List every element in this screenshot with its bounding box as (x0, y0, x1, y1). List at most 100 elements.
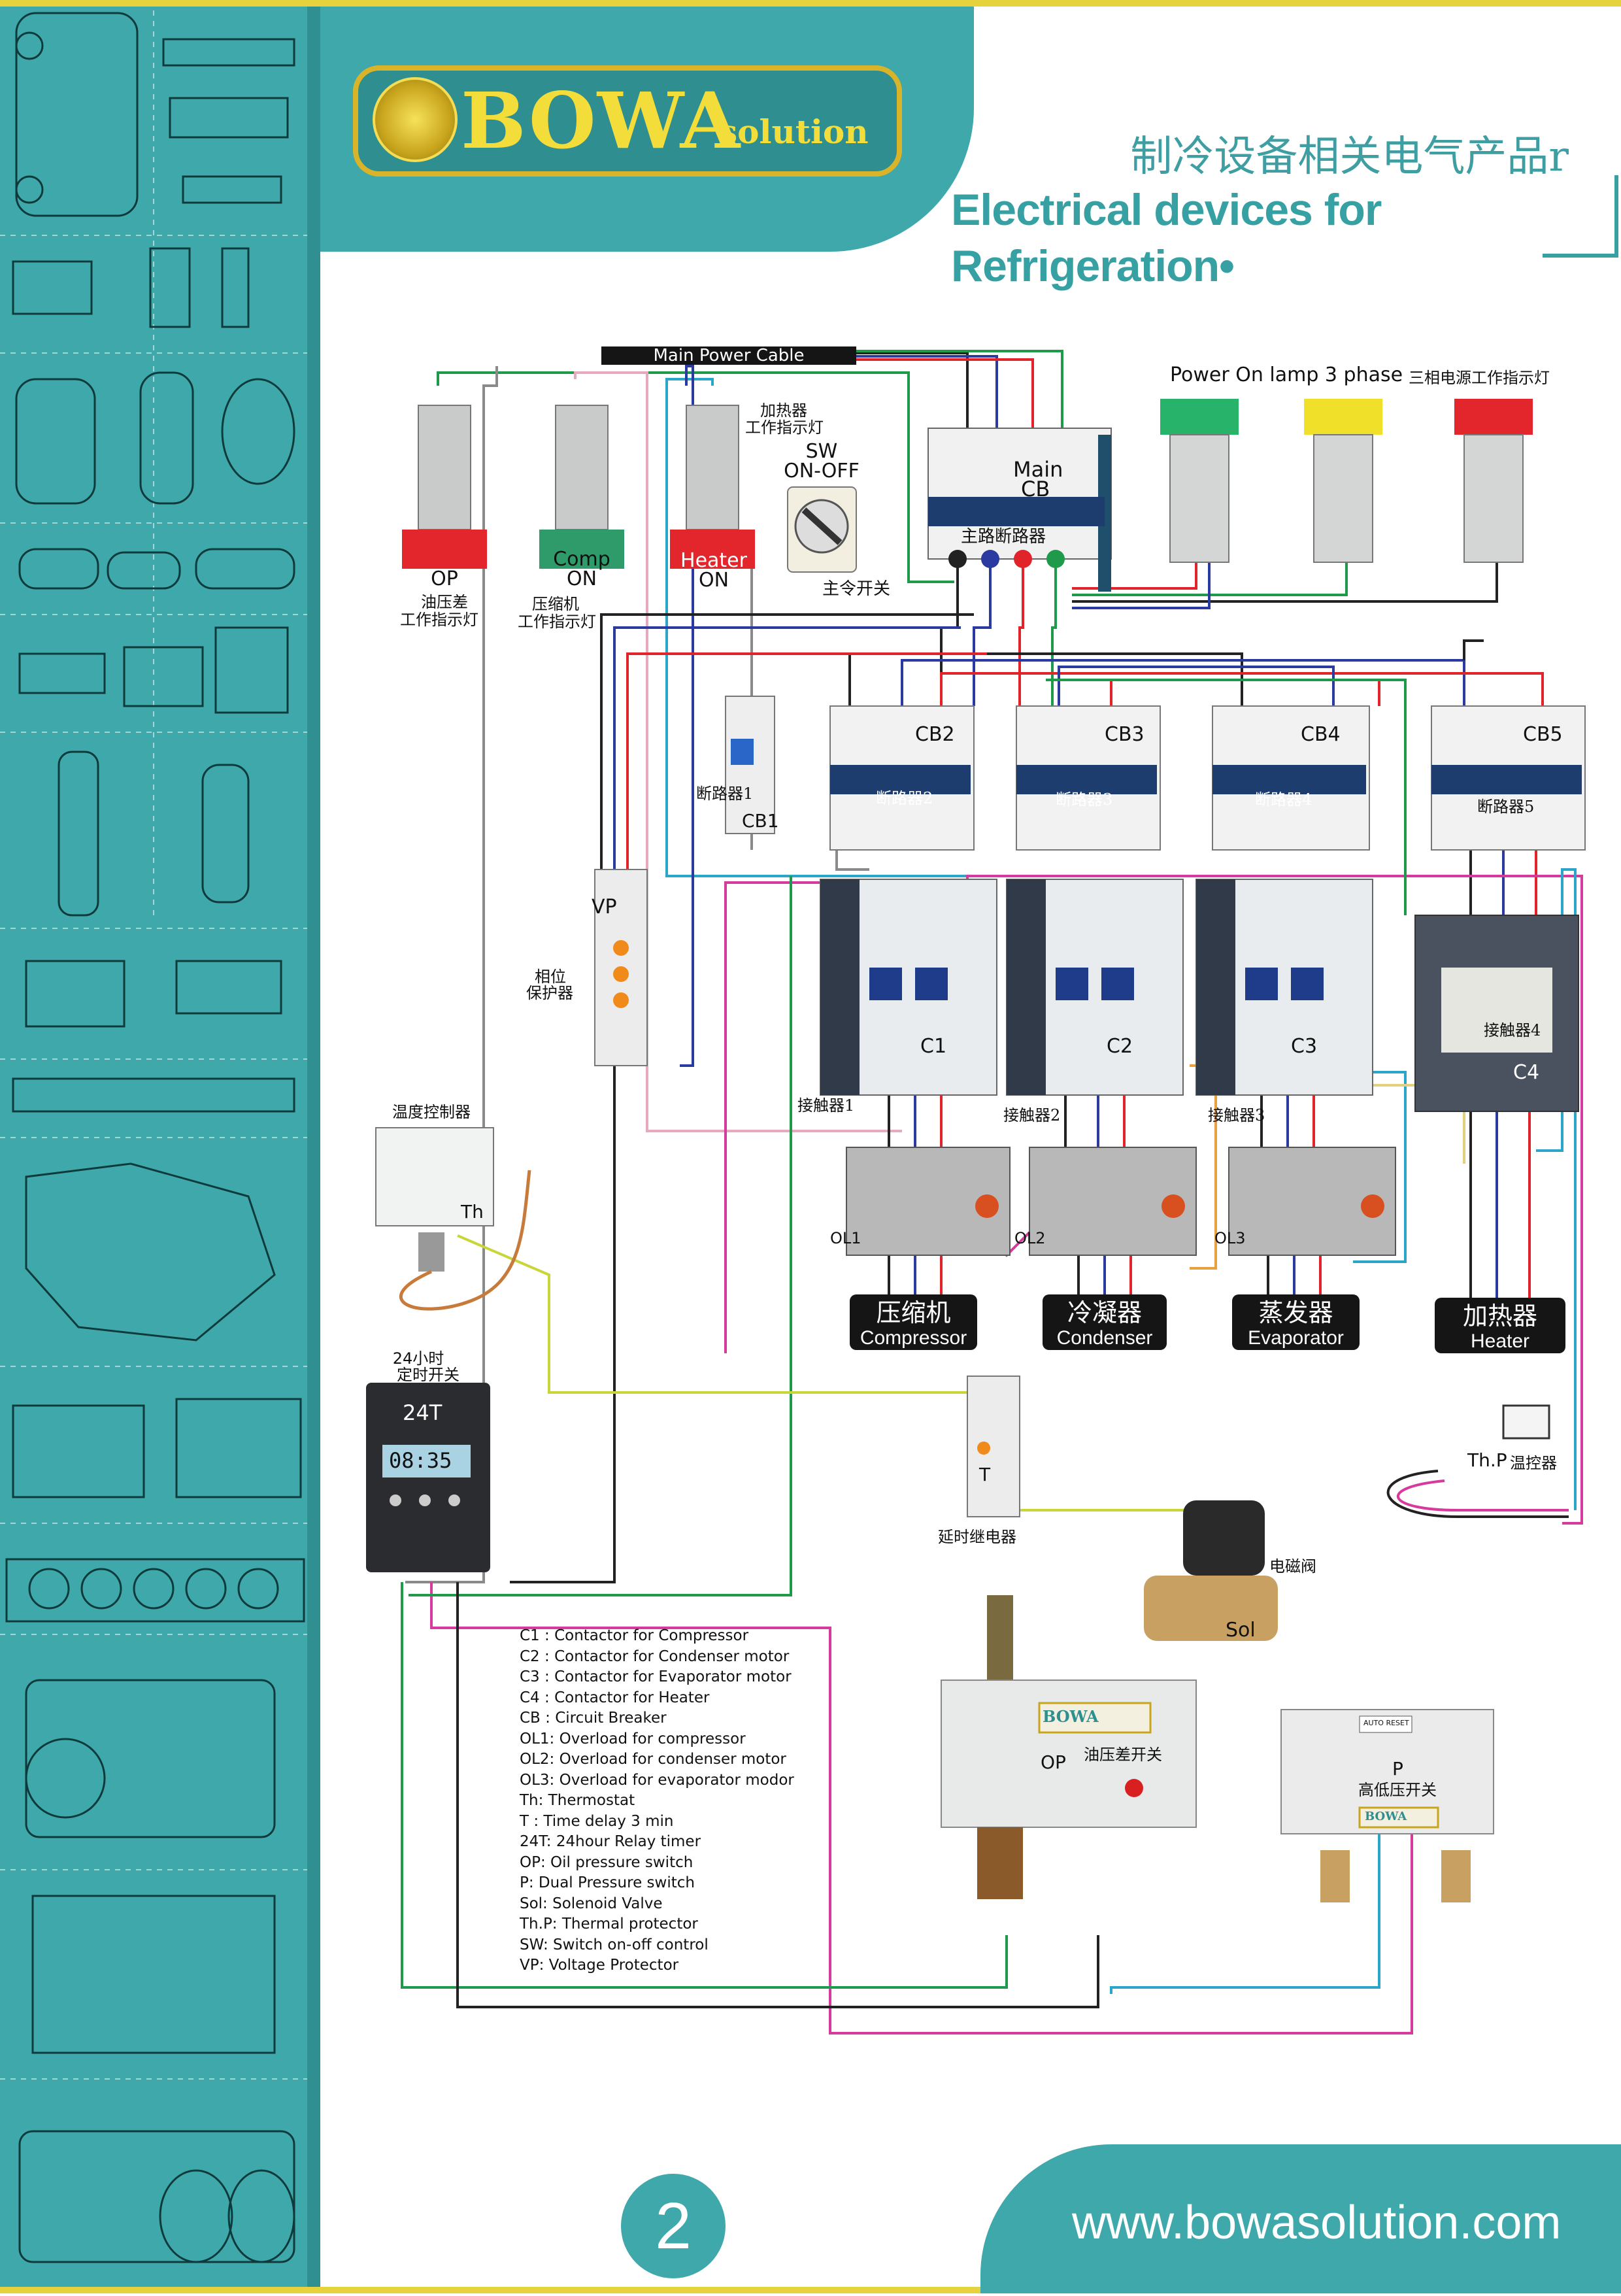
lamp-op-cn1: 油压差 (421, 593, 468, 611)
power-lamp-label-cn: 三相电源工作指示灯 (1409, 369, 1550, 387)
ol3-label: OL3 (1214, 1229, 1246, 1247)
load-heater-en: Heater (1470, 1330, 1530, 1352)
switch-label-line1: SW (805, 440, 838, 463)
title-corner-bracket (1543, 175, 1618, 258)
solenoid-valve (1144, 1500, 1278, 1641)
timer-label-cn1: 24小时 (392, 1349, 444, 1368)
overload-ol2 (1029, 1147, 1197, 1256)
ol2-label: OL2 (1014, 1229, 1046, 1247)
timer-24t (366, 1383, 490, 1572)
contactor-c4 (1414, 915, 1579, 1112)
pressure-switch-label: P (1392, 1758, 1403, 1780)
legend-item: T : Time delay 3 min (520, 1812, 674, 1830)
breaker-cb1 (725, 696, 775, 834)
sidebar-product-drawings (0, 0, 307, 2263)
c1-label: C1 (920, 1035, 947, 1058)
dual-pressure-switch (1280, 1709, 1494, 1902)
load-condenser-en: Condenser (1056, 1327, 1153, 1349)
lamp-heater-label-on: ON (698, 569, 729, 592)
oil-switch-label-cn: 油压差开关 (1084, 1746, 1162, 1764)
switch-label-line2: ON-OFF (784, 460, 860, 482)
contactor-c1 (820, 879, 997, 1096)
c2-label: C2 (1107, 1035, 1133, 1058)
load-compressor-en: Compressor (860, 1327, 967, 1349)
logo-wordmark: BOWA (461, 75, 742, 166)
solenoid-label: Sol (1226, 1619, 1256, 1642)
legend-item: OL2: Overload for condenser motor (520, 1751, 786, 1768)
oil-switch-label: OP (1041, 1751, 1066, 1773)
load-compressor-cn: 压缩机 (876, 1298, 951, 1327)
c4-label: C4 (1513, 1061, 1540, 1084)
lamp-heater-cn1: 加热器 (760, 401, 807, 420)
cb3-label-cn: 断路器3 (1056, 790, 1113, 809)
load-compressor: 压缩机 Compressor (850, 1294, 977, 1350)
thermal-protector (1502, 1404, 1550, 1440)
load-evaporator-cn: 蒸发器 (1258, 1298, 1333, 1327)
load-condenser: 冷凝器 Condenser (1043, 1294, 1167, 1350)
breaker-cb2 (829, 705, 975, 851)
pressure-switch-label-cn: 高低压开关 (1358, 1781, 1437, 1799)
legend-item: Th.P: Thermal protector (520, 1916, 698, 1933)
legend-item: OL3: Overload for evaporator modor (520, 1771, 794, 1789)
lamp-comp-label: Comp (553, 548, 610, 571)
c2-label-cn: 接触器2 (1003, 1106, 1061, 1124)
indicator-lamp-heater (670, 405, 755, 569)
cb5-label-cn: 断路器5 (1477, 798, 1535, 816)
legend-item: VP: Voltage Protector (520, 1957, 679, 1974)
thermostat (375, 1127, 531, 1311)
main-circuit-breaker (927, 428, 1112, 592)
breaker-cb4 (1212, 705, 1370, 851)
power-lamp-red (1454, 399, 1533, 563)
legend-item: C3 : Contactor for Evaporator motor (520, 1668, 792, 1685)
logo-coin-icon (373, 77, 458, 162)
page-title-en: Electrical devices for Refrigeration• (951, 185, 1382, 291)
contactor-c3 (1195, 879, 1373, 1096)
overload-ol3 (1228, 1147, 1396, 1256)
lamp-comp-label-on: ON (566, 567, 597, 590)
c3-label-cn: 接触器3 (1208, 1106, 1265, 1124)
ol1-label: OL1 (830, 1229, 861, 1247)
cb2-label: CB2 (915, 723, 955, 746)
main-power-cable-label: Main Power Cable (601, 346, 856, 365)
legend-item: SW: Switch on-off control (520, 1936, 709, 1953)
cb4-label: CB4 (1301, 723, 1341, 746)
vp-label-cn2: 保护器 (526, 984, 573, 1002)
main-cb-label-line1: Main (1013, 457, 1063, 482)
solenoid-label-cn: 电磁阀 (1269, 1557, 1316, 1576)
lamp-comp-cn2: 工作指示灯 (518, 613, 596, 631)
lamp-op-cn2: 工作指示灯 (400, 611, 478, 629)
vp-label-cn1: 相位 (535, 968, 566, 986)
main-cb-label-cn: 主路断路器 (961, 527, 1046, 547)
bottom-accent-line (0, 2287, 1621, 2293)
legend-item: C2 : Contactor for Condenser motor (520, 1647, 790, 1665)
legend-item: Th: Thermostat (520, 1792, 635, 1809)
thermostat-label: Th (461, 1201, 484, 1223)
sidebar-divider (307, 0, 320, 2293)
indicator-lamp-op (402, 405, 487, 569)
cb1-label: CB1 (742, 810, 779, 832)
c3-label: C3 (1291, 1035, 1318, 1058)
cb2-label-cn: 断路器2 (876, 789, 933, 807)
power-lamp-green (1160, 399, 1239, 563)
page-number: 2 (621, 2174, 726, 2278)
load-heater: 加热器 Heater (1435, 1298, 1565, 1353)
c4-label-cn: 接触器4 (1484, 1021, 1541, 1039)
lamp-heater-label: Heater (680, 549, 747, 572)
load-condenser-cn: 冷凝器 (1067, 1298, 1142, 1327)
cb1-label-cn: 断路器1 (696, 785, 754, 803)
voltage-protector (594, 869, 648, 1066)
cb4-label-cn: 断路器4 (1255, 790, 1312, 809)
timer-label-cn2: 定时开关 (397, 1366, 460, 1384)
oil-switch-brand: BOWA (1043, 1707, 1099, 1726)
thermal-protector-label: Th.P (1467, 1449, 1507, 1471)
load-heater-cn: 加热器 (1462, 1302, 1537, 1330)
legend-item: Sol: Solenoid Valve (520, 1895, 663, 1912)
legend-item: 24T: 24hour Relay timer (520, 1833, 701, 1850)
breaker-cb5 (1431, 705, 1586, 851)
delay-relay (967, 1376, 1020, 1517)
cb5-label: CB5 (1523, 723, 1563, 746)
thermal-protector-label-cn: 温控器 (1510, 1454, 1557, 1472)
power-lamp-yellow (1304, 399, 1382, 563)
switch-label-cn: 主令开关 (822, 579, 891, 599)
contactor-c2 (1006, 879, 1184, 1096)
